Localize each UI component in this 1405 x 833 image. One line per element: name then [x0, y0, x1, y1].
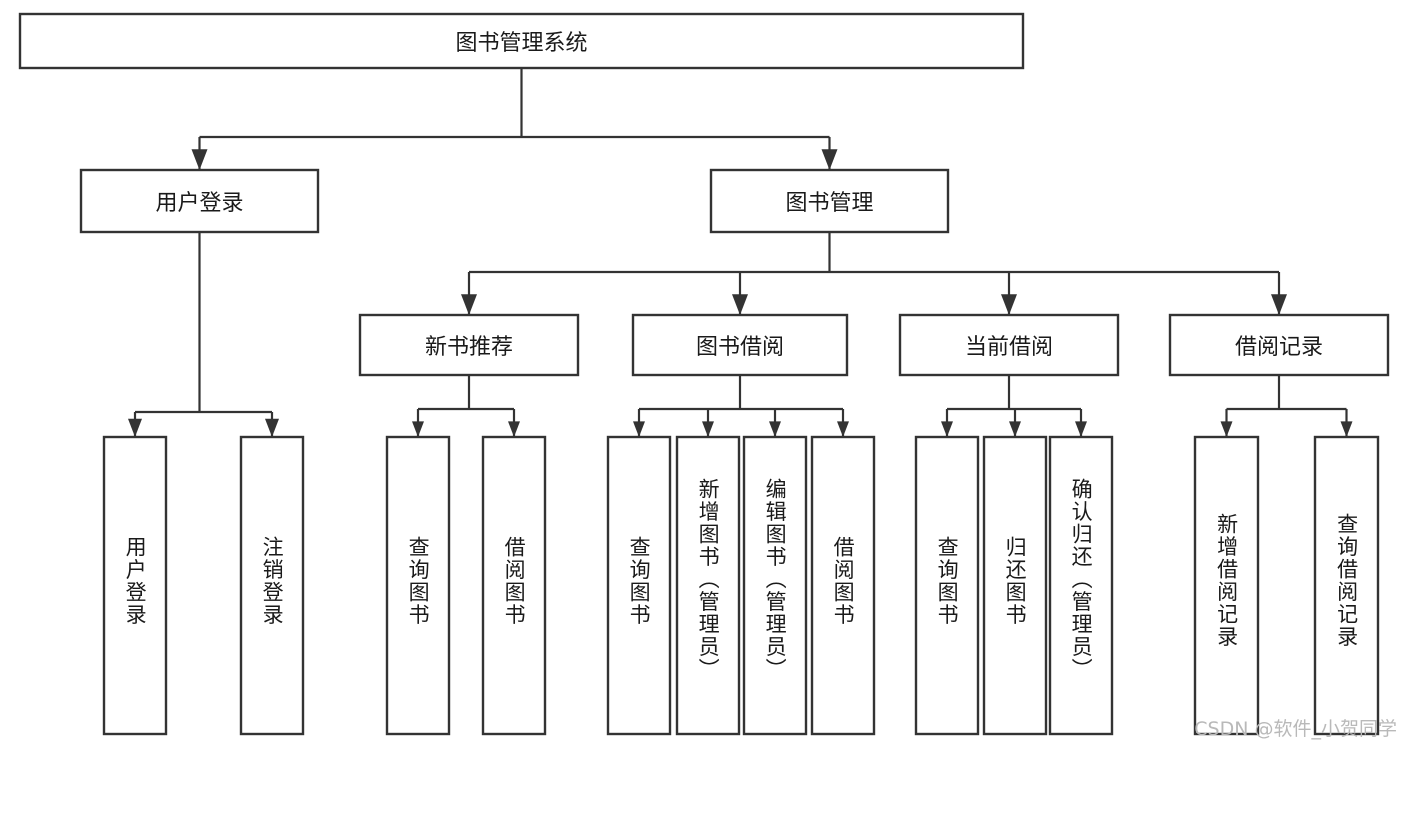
node-box-book-manage[interactable] — [709, 168, 950, 234]
arrowhead-book-borrow — [732, 294, 748, 315]
node-box-layer — [18, 12, 1390, 736]
arrowhead-leaf-add-book-admin — [702, 421, 714, 437]
node-box-leaf-query-book-borrow[interactable] — [606, 435, 672, 736]
node-box-borrow-record[interactable] — [1168, 313, 1390, 377]
arrowhead-leaf-user-login — [128, 418, 142, 437]
node-box-leaf-query-borrow-record[interactable] — [1313, 435, 1380, 736]
flowchart-canvas: 图书管理系统用户登录图书管理新书推荐图书借阅当前借阅借阅记录用户登录注销登录查询… — [18, 12, 1397, 740]
arrowhead-leaf-query-book-borrow — [633, 421, 645, 437]
arrowhead-leaf-borrow-book — [837, 421, 849, 437]
node-box-leaf-add-borrow-record[interactable] — [1193, 435, 1260, 736]
arrowhead-borrow-record — [1271, 294, 1287, 315]
node-box-leaf-borrow-book[interactable] — [810, 435, 876, 736]
arrowhead-leaf-logout — [265, 418, 279, 437]
arrowhead-new-book-recommend — [461, 294, 477, 315]
node-box-leaf-logout[interactable] — [239, 435, 305, 736]
node-box-leaf-query-book-cur[interactable] — [914, 435, 980, 736]
node-box-leaf-return-book[interactable] — [982, 435, 1048, 736]
node-box-leaf-add-book-admin[interactable] — [675, 435, 741, 736]
node-box-leaf-user-login[interactable] — [102, 435, 168, 736]
node-box-leaf-confirm-return-admin[interactable] — [1048, 435, 1114, 736]
arrowhead-leaf-query-book-rec — [412, 421, 424, 437]
node-box-current-borrow[interactable] — [898, 313, 1120, 377]
arrowhead-leaf-query-borrow-record — [1340, 421, 1353, 437]
node-box-new-book-recommend[interactable] — [358, 313, 580, 377]
arrowhead-book-manage — [821, 149, 838, 170]
node-box-leaf-query-book-rec[interactable] — [385, 435, 451, 736]
arrowhead-leaf-borrow-book-rec — [508, 421, 520, 437]
arrowhead-leaf-edit-book-admin — [769, 421, 781, 437]
node-box-root[interactable] — [18, 12, 1025, 70]
node-box-leaf-edit-book-admin[interactable] — [742, 435, 808, 736]
arrowhead-leaf-query-book-cur — [941, 421, 953, 437]
arrowhead-user-login — [191, 149, 208, 170]
node-box-leaf-borrow-book-rec[interactable] — [481, 435, 547, 736]
flowchart-svg — [18, 12, 1390, 736]
connector-layer — [128, 68, 1353, 437]
arrowhead-leaf-confirm-return-admin — [1075, 421, 1087, 437]
arrowhead-current-borrow — [1001, 294, 1017, 315]
node-box-user-login[interactable] — [79, 168, 320, 234]
arrowhead-leaf-add-borrow-record — [1220, 421, 1233, 437]
arrowhead-leaf-return-book — [1009, 421, 1021, 437]
node-box-book-borrow[interactable] — [631, 313, 849, 377]
